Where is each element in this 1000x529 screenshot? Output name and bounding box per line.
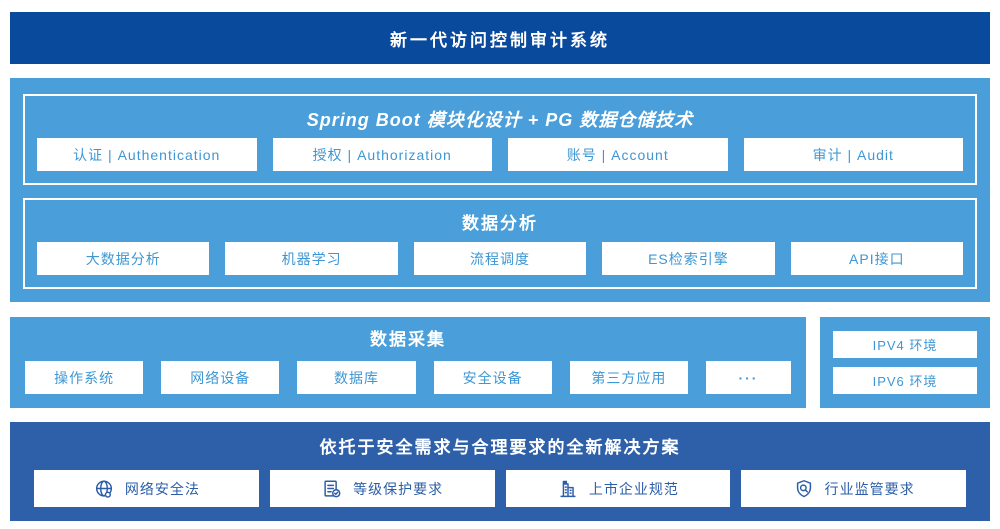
shield-search-icon bbox=[793, 478, 815, 500]
system-title-banner: 新一代访问控制审计系统 bbox=[10, 12, 990, 64]
environment-panel: IPV4 环境 IPV6 环境 bbox=[820, 317, 990, 408]
env-box-ipv6: IPV6 环境 bbox=[833, 367, 977, 394]
module-box-authentication: 认证 | Authentication bbox=[37, 138, 257, 171]
modules-panel-title: Spring Boot 模块化设计 + PG 数据仓储技术 bbox=[306, 110, 694, 130]
solution-box-label: 等级保护要求 bbox=[353, 480, 444, 497]
solution-box-industry-regulation: 行业监管要求 bbox=[741, 470, 966, 507]
analysis-box-bigdata: 大数据分析 bbox=[37, 242, 210, 275]
collection-box-os: 操作系统 bbox=[25, 361, 144, 394]
analysis-panel-title: 数据分析 bbox=[462, 214, 538, 233]
analysis-row: 大数据分析 机器学习 流程调度 ES检索引擎 API接口 bbox=[37, 242, 964, 275]
analysis-panel: 数据分析 大数据分析 机器学习 流程调度 ES检索引擎 API接口 bbox=[23, 198, 977, 289]
analysis-box-ml: 机器学习 bbox=[225, 242, 398, 275]
module-box-authorization: 授权 | Authorization bbox=[272, 138, 492, 171]
collection-box-network: 网络设备 bbox=[161, 361, 280, 394]
solution-box-cybersecurity-law: 网络安全法 bbox=[34, 470, 259, 507]
analysis-box-api: API接口 bbox=[790, 242, 964, 275]
collection-box-thirdparty: 第三方应用 bbox=[569, 361, 688, 394]
document-check-icon bbox=[321, 478, 343, 500]
solution-section: 依托于安全需求与合理要求的全新解决方案 网络安全法 bbox=[10, 422, 990, 521]
building-icon bbox=[557, 478, 579, 500]
solution-box-label: 行业监管要求 bbox=[824, 480, 915, 497]
collection-box-more: ··· bbox=[705, 361, 792, 394]
solution-box-label: 网络安全法 bbox=[124, 480, 200, 497]
analysis-box-scheduling: 流程调度 bbox=[413, 242, 587, 275]
collection-section: 数据采集 操作系统 网络设备 数据库 安全设备 第三方应用 ··· bbox=[10, 317, 806, 408]
solution-row: 网络安全法 等级保护要求 bbox=[34, 470, 966, 507]
system-title: 新一代访问控制审计系统 bbox=[390, 30, 610, 50]
solution-box-listed-company: 上市企业规范 bbox=[505, 470, 731, 507]
collection-environment-row: 数据采集 操作系统 网络设备 数据库 安全设备 第三方应用 ··· IPV4 环… bbox=[10, 317, 990, 408]
globe-icon bbox=[93, 478, 115, 500]
collection-box-security: 安全设备 bbox=[433, 361, 552, 394]
analysis-box-es: ES检索引擎 bbox=[602, 242, 775, 275]
platform-section: Spring Boot 模块化设计 + PG 数据仓储技术 认证 | Authe… bbox=[10, 78, 990, 302]
collection-box-database: 数据库 bbox=[297, 361, 416, 394]
env-box-ipv4: IPV4 环境 bbox=[833, 331, 977, 358]
collection-row: 操作系统 网络设备 数据库 安全设备 第三方应用 ··· bbox=[25, 361, 792, 394]
module-box-account: 账号 | Account bbox=[508, 138, 728, 171]
solution-title: 依托于安全需求与合理要求的全新解决方案 bbox=[319, 438, 681, 457]
collection-title: 数据采集 bbox=[370, 330, 446, 349]
module-box-audit: 审计 | Audit bbox=[743, 138, 963, 171]
solution-box-label: 上市企业规范 bbox=[588, 480, 679, 497]
modules-panel: Spring Boot 模块化设计 + PG 数据仓储技术 认证 | Authe… bbox=[23, 94, 977, 185]
solution-box-classified-protection: 等级保护要求 bbox=[269, 470, 495, 507]
modules-row: 认证 | Authentication 授权 | Authorization 账… bbox=[37, 138, 963, 171]
